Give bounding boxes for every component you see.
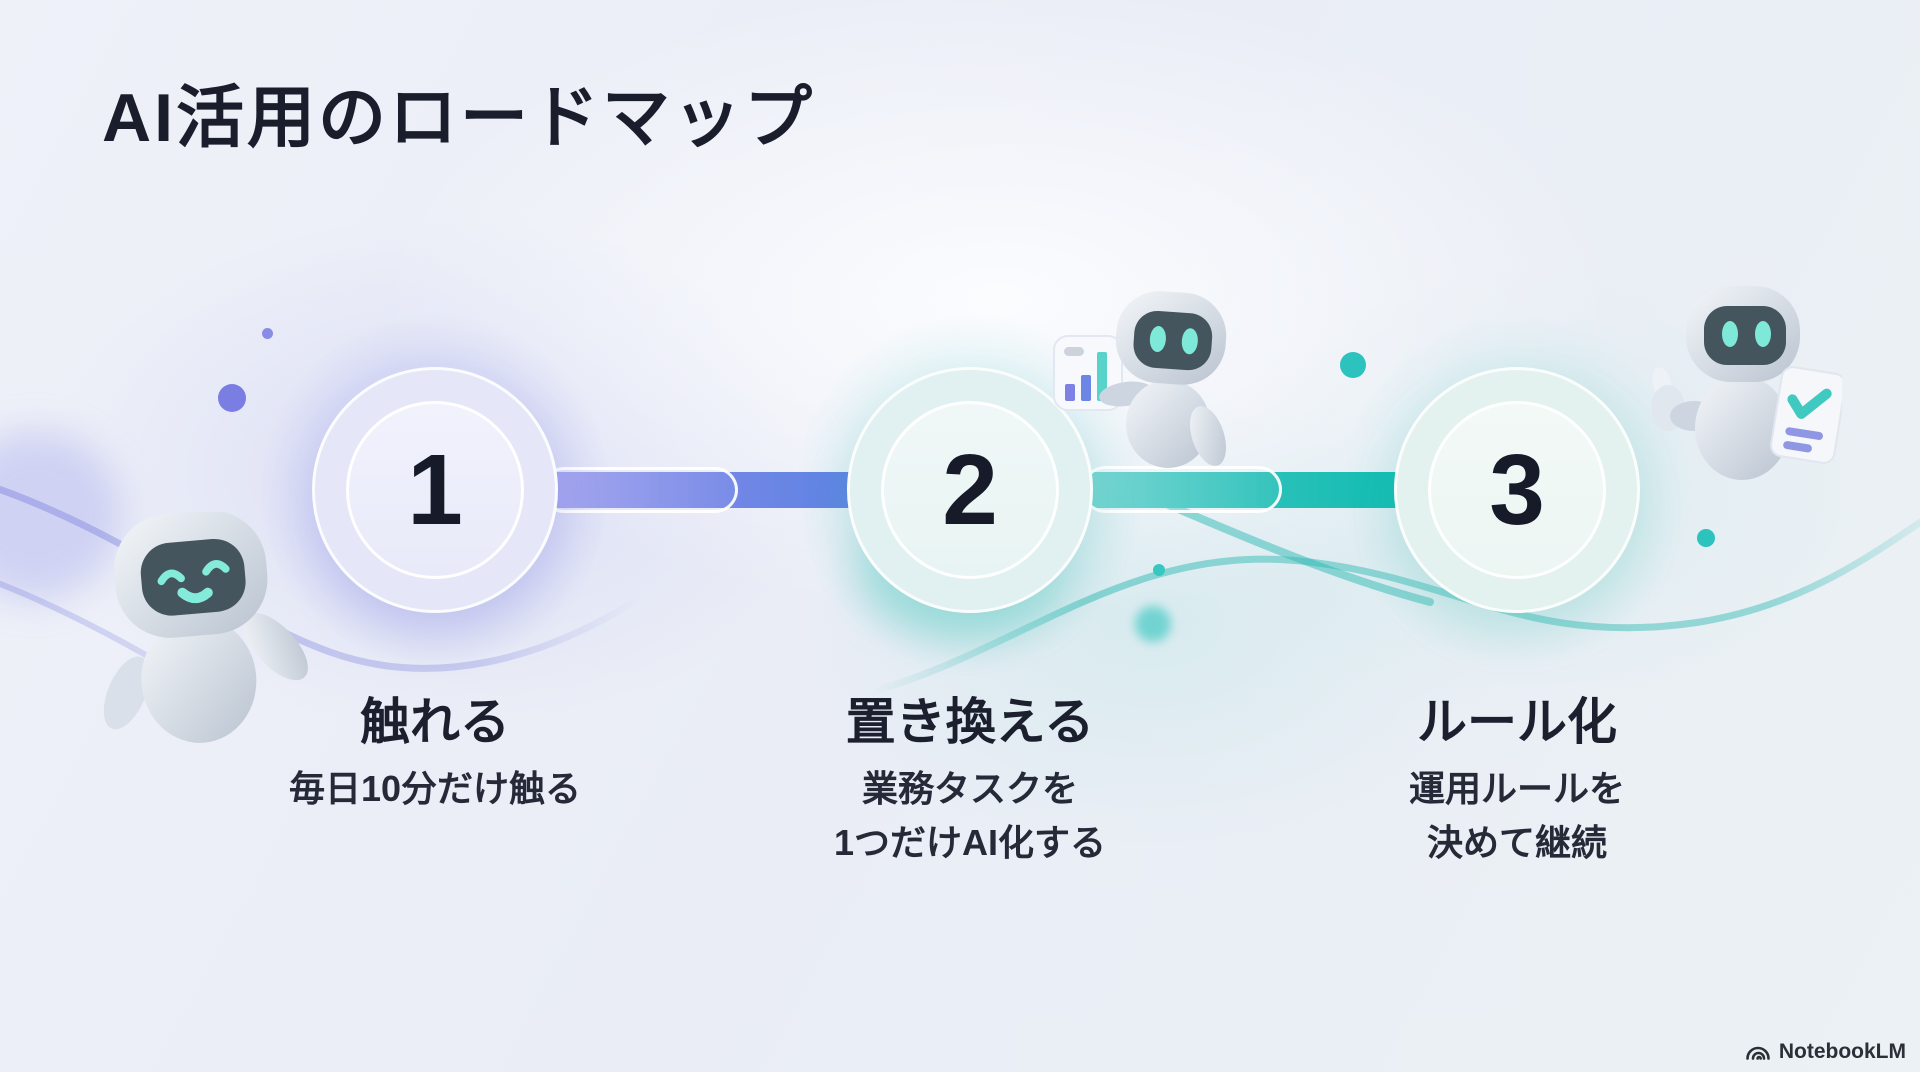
step-3-number: 3 bbox=[1489, 434, 1545, 546]
step-1-label: 触れる bbox=[360, 694, 510, 750]
decor-dot-teal-glow bbox=[1135, 606, 1171, 642]
decor-dot-purple-small bbox=[262, 328, 273, 339]
page-title: AI活用のロードマップ bbox=[102, 80, 816, 156]
step-2-label: 置き換える bbox=[845, 694, 1095, 750]
connector-capsule-1 bbox=[541, 467, 738, 513]
step-2-number: 2 bbox=[942, 434, 998, 546]
step-2-desc-line-2: 1つだけAI化する bbox=[833, 822, 1107, 863]
decor-dot-purple-large bbox=[218, 384, 246, 412]
step-3-desc-line-1: 運用ルールを bbox=[1408, 768, 1625, 809]
connector-capsule-2 bbox=[1082, 466, 1282, 513]
checklist-icon bbox=[1770, 366, 1842, 464]
step-2-desc-line-1: 業務タスクを bbox=[861, 768, 1078, 809]
step-3-circle: 3 bbox=[1394, 367, 1640, 613]
step-1-number: 1 bbox=[407, 434, 463, 546]
step-1-inner-circle: 1 bbox=[346, 401, 524, 579]
step-3-label: ルール化 bbox=[1417, 694, 1617, 750]
step-3-desc-line-2: 決めて継続 bbox=[1426, 822, 1607, 863]
step-3-description: 運用ルールを 決めて継続 bbox=[1257, 762, 1777, 870]
step-1-circle: 1 bbox=[312, 367, 558, 613]
step-2-inner-circle: 2 bbox=[881, 401, 1059, 579]
lavender-glow-blob bbox=[0, 430, 120, 600]
step-2-circle: 2 bbox=[847, 367, 1093, 613]
step-2-description: 業務タスクを 1つだけAI化する bbox=[710, 762, 1230, 870]
decor-dot-teal-left bbox=[1340, 352, 1366, 378]
step-3-inner-circle: 3 bbox=[1428, 401, 1606, 579]
decor-dot-teal-right bbox=[1697, 529, 1715, 547]
watermark: NotebookLM bbox=[1745, 1040, 1906, 1064]
notebooklm-logo-icon bbox=[1746, 1046, 1770, 1060]
decor-dot-teal-small bbox=[1153, 564, 1165, 576]
step-1-description: 毎日10分だけ触る bbox=[175, 762, 695, 816]
watermark-label: NotebookLM bbox=[1778, 1040, 1906, 1063]
step-1-desc-line-1: 毎日10分だけ触る bbox=[288, 768, 582, 809]
